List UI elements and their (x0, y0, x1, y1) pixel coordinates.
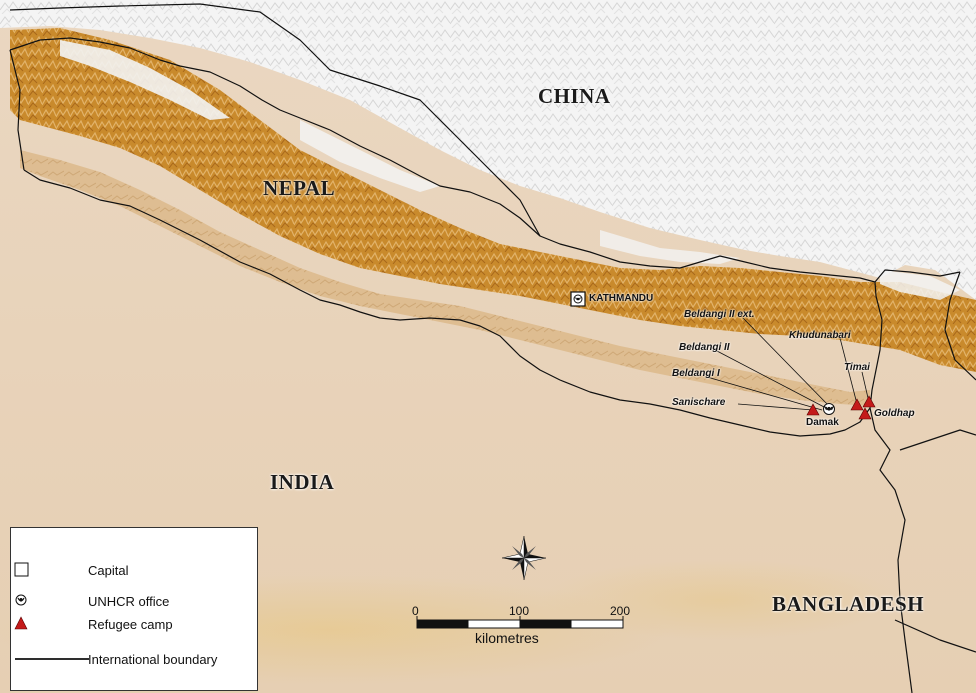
boundary-line-icon (15, 658, 89, 660)
camp-label-beldangi-ii: Beldangi II (679, 342, 730, 353)
legend-label-international-boundary: International boundary (88, 652, 218, 667)
scale-tick-0: 0 (412, 604, 419, 618)
country-label-china: CHINA (538, 84, 611, 108)
country-label-india: INDIA (270, 470, 335, 494)
legend-row-unhcr: UNHCR office (11, 592, 257, 610)
capital-square-icon (14, 562, 29, 577)
legend-row-camp: Refugee camp (11, 615, 257, 633)
refugee-camp-icon (850, 398, 864, 411)
refugee-camp-icon (858, 407, 872, 420)
refugee-camp-icon (14, 616, 28, 630)
capital-square-icon (570, 291, 586, 307)
international-boundaries (9, 3, 976, 693)
camp-label-goldhap: Goldhap (874, 408, 915, 419)
town-label-damak: Damak (806, 417, 839, 428)
legend-row-capital: Capital (11, 561, 257, 579)
map-legend: Capital UNHCR office Refugee camp Intern… (10, 527, 258, 691)
country-label-bangladesh: BANGLADESH (772, 592, 925, 616)
scale-unit: kilometres (475, 630, 539, 646)
refugee-camps (806, 395, 876, 420)
refugee-camp-icon (862, 395, 876, 408)
legend-row-boundary: International boundary (11, 650, 257, 668)
scale-tick-200: 200 (610, 604, 631, 618)
compass-rose-icon (501, 535, 547, 581)
legend-label-unhcr-office: UNHCR office (88, 594, 170, 609)
camp-label-sanischare: Sanischare (672, 397, 726, 408)
camp-label-timai: Timai (844, 362, 870, 373)
refugee-camp-icon (806, 403, 820, 416)
legend-label-refugee-camp: Refugee camp (88, 617, 173, 632)
country-label-nepal: NEPAL (263, 176, 336, 200)
camp-label-beldangi-ii-ext: Beldangi II ext. (684, 309, 755, 320)
scale-bar (416, 616, 624, 629)
camp-label-beldangi-i: Beldangi I (672, 368, 720, 379)
scale-tick-100: 100 (509, 604, 530, 618)
camp-leader-lines (706, 317, 869, 411)
legend-label-capital: Capital (88, 563, 129, 578)
unhcr-office-icon (823, 403, 835, 415)
capital-label-kathmandu: KATHMANDU (589, 293, 654, 304)
camp-label-khudunabari: Khudunabari (789, 330, 851, 341)
unhcr-office-icon (15, 594, 27, 606)
